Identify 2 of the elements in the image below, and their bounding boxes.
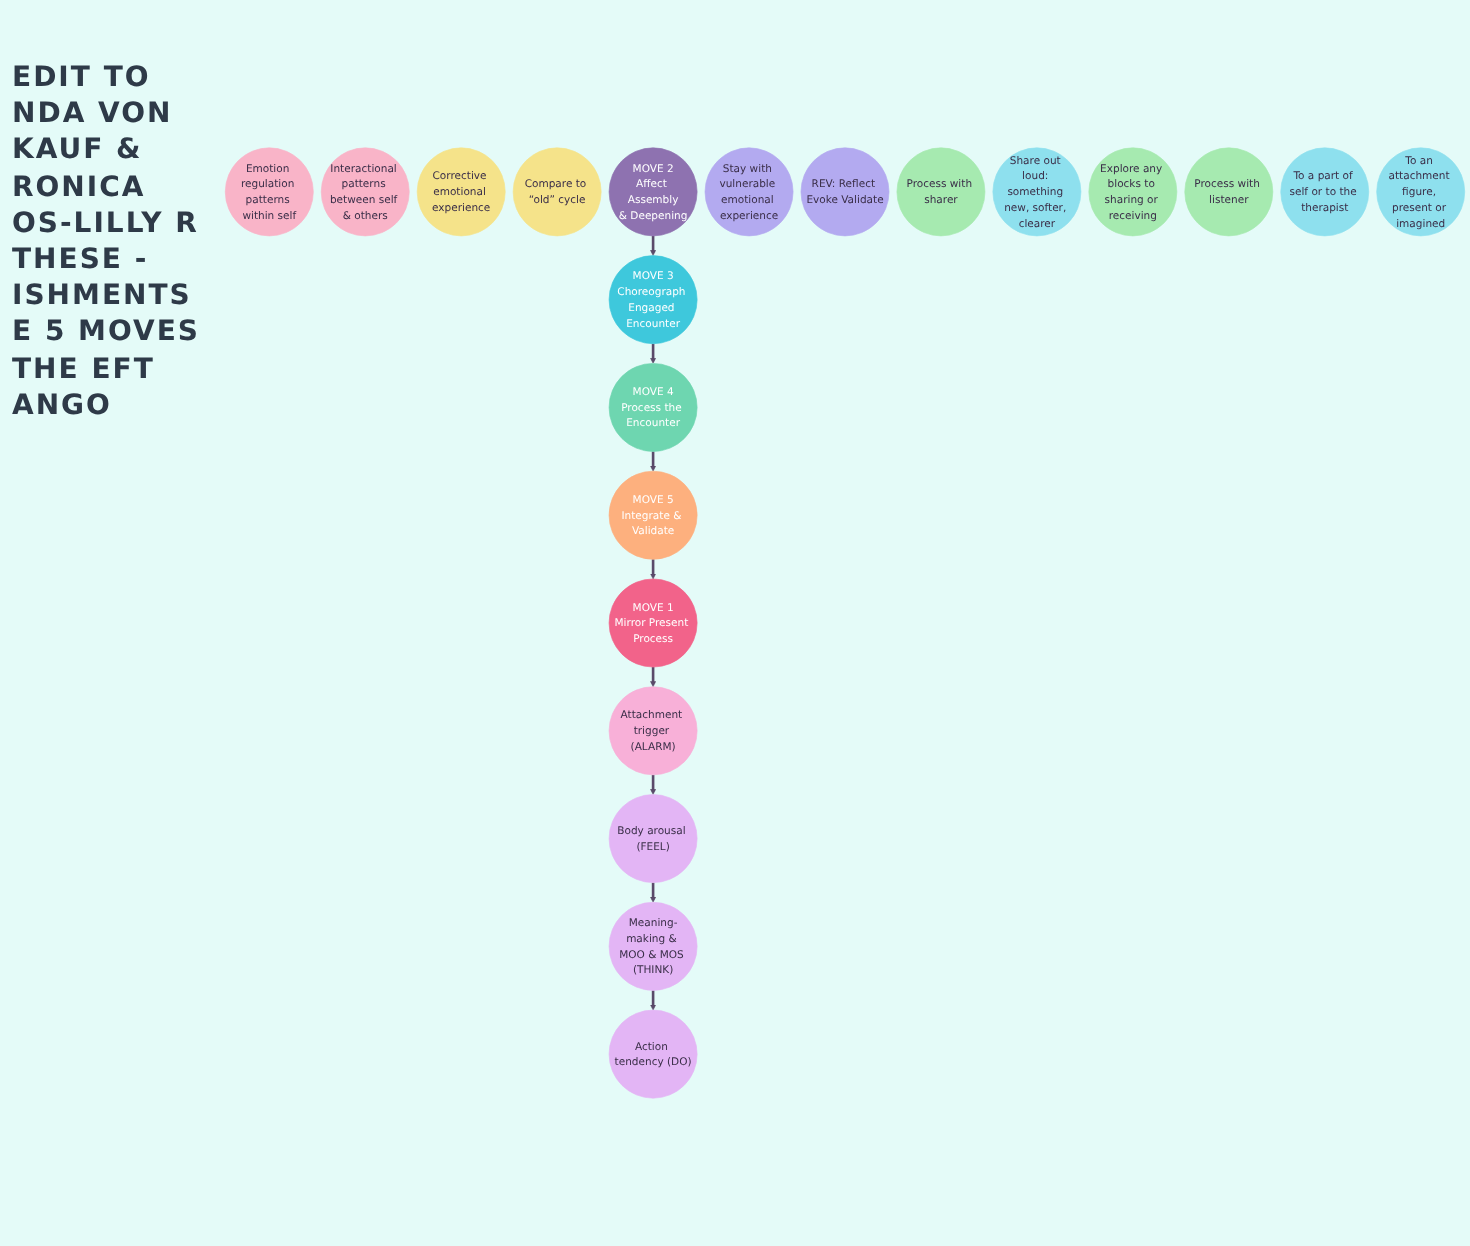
arrow	[650, 667, 656, 687]
credit-note: EDIT TO NDA VON KAUF & RONICA OS-LILLY R THESE -ISHMENTS E 5 MOVES THE EFT ANGO	[12, 60, 202, 424]
